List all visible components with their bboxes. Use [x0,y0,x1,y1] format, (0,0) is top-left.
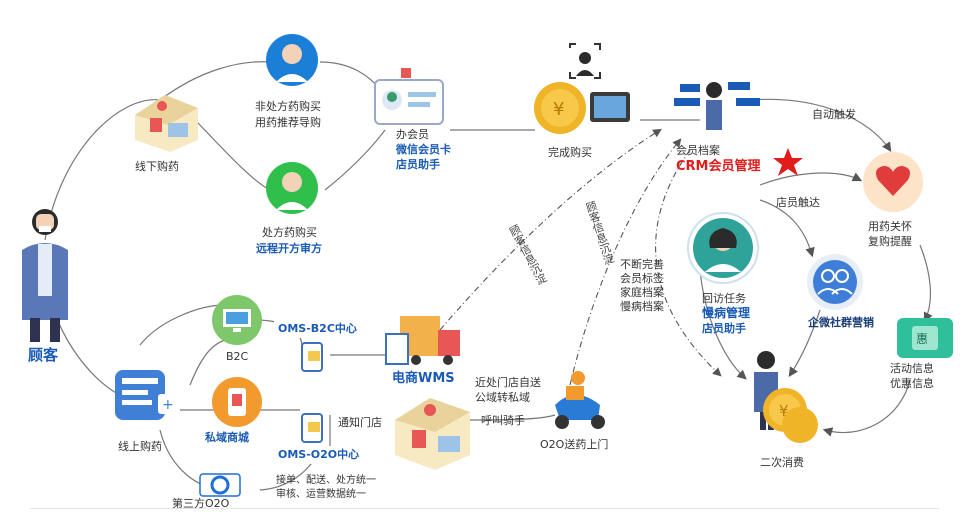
member-card-icon [374,68,444,125]
pharmacist-avatar-bottom [266,162,318,214]
family-profile-label: 家庭档案 [620,286,664,299]
staff-assistant-label: 店员助手 [396,158,440,171]
b2c-monitor-icon [212,295,262,345]
store-icon-top [135,95,198,152]
ops-unify-label-2: 审核、运营数据统一 [276,489,366,500]
member-tags-label: 会员标签 [620,272,664,285]
second-purchase-icon: ¥ [754,351,818,443]
wecom-group-icon [807,254,863,310]
chronic-management-label: 慢病管理 [702,306,751,320]
third-party-o2o-icon [199,473,241,497]
nearby-store-label: 近处门店自送 [475,376,541,389]
public-to-private-label: 公域转私域 [475,391,530,404]
repurchase-reminder-label: 复购提醒 [868,235,912,248]
notify-store-label: 通知门店 [338,416,382,429]
oms-o2o-center-label: OMS-O2O中心 [274,446,364,464]
crm-profile-icon [674,82,760,130]
store-icon-bottom [395,398,470,470]
private-mall-label: 私域商城 [205,431,249,444]
oms-b2c-center-label: OMS-B2C中心 [274,320,361,338]
remote-prescription-label: 远程开方审方 [256,242,322,255]
rx-purchase-label: 处方药购买 [262,226,317,239]
non-rx-purchase-label: 非处方药购买 [255,100,321,113]
wecom-marketing-label: 企微社群营销 [808,316,874,329]
star-icon [773,148,803,176]
oms-o2o-clipboard-icon [301,413,323,443]
chronic-staff-avatar [687,212,759,284]
chronic-staff-assistant-label: 店员助手 [702,322,746,335]
o2o-delivery-label: O2O送药上门 [540,438,609,451]
online-phone-icon: + [115,370,178,420]
oms-b2c-clipboard-icon [301,342,323,372]
wechat-member-card-label: 微信会员卡 [396,143,451,156]
svg-text:+: + [162,397,174,413]
private-mall-icon [212,377,262,427]
member-profile-label: 会员档案 [676,144,720,157]
care-heart-icon [863,152,923,212]
ecommerce-wms-label: 电商WMS [392,371,455,386]
offline-purchase-label: 线下购药 [135,160,179,173]
auto-trigger-label: 自动触发 [812,108,856,121]
svg-text:惠: 惠 [916,332,928,346]
discount-info-label: 优惠信息 [890,377,934,390]
face-scan-icon [569,43,601,79]
activity-info-label: 活动信息 [890,362,934,375]
wms-truck-icon [385,316,460,365]
purchase-coin-icon: ¥ [534,82,630,134]
dashed-flow-lines [439,128,722,386]
svg-text:¥: ¥ [779,402,789,420]
customer-label: 顾客 [28,346,59,364]
drug-recommend-label: 用药推荐导购 [255,116,321,129]
care-label: 用药关怀 [868,220,912,233]
improve-label: 不断完善 [620,258,664,271]
purchase-complete-label: 完成购买 [548,146,592,159]
customer-avatar [22,209,68,342]
crm-label: CRM会员管理 [676,159,761,174]
bottom-divider [30,508,940,509]
promo-ticket-icon: 惠 [897,318,953,358]
chronic-profile-label: 慢病档案 [620,300,664,313]
ops-unify-label-1: 接单、配送、处方统一 [276,475,376,486]
membership-label: 办会员 [396,128,429,141]
online-purchase-label: 线上购药 [118,440,162,453]
svg-text:¥: ¥ [553,99,564,120]
pharmacist-avatar-top [266,34,318,86]
staff-reach-label: 店员触达 [776,196,820,209]
b2c-label: B2C [226,350,249,363]
followup-task-label: 回访任务 [702,292,746,305]
call-rider-label: 呼叫骑手 [481,414,525,427]
third-party-o2o-label: 第三方O2O [172,497,230,510]
delivery-scooter-icon [555,371,605,429]
second-purchase-label: 二次消费 [760,456,804,469]
